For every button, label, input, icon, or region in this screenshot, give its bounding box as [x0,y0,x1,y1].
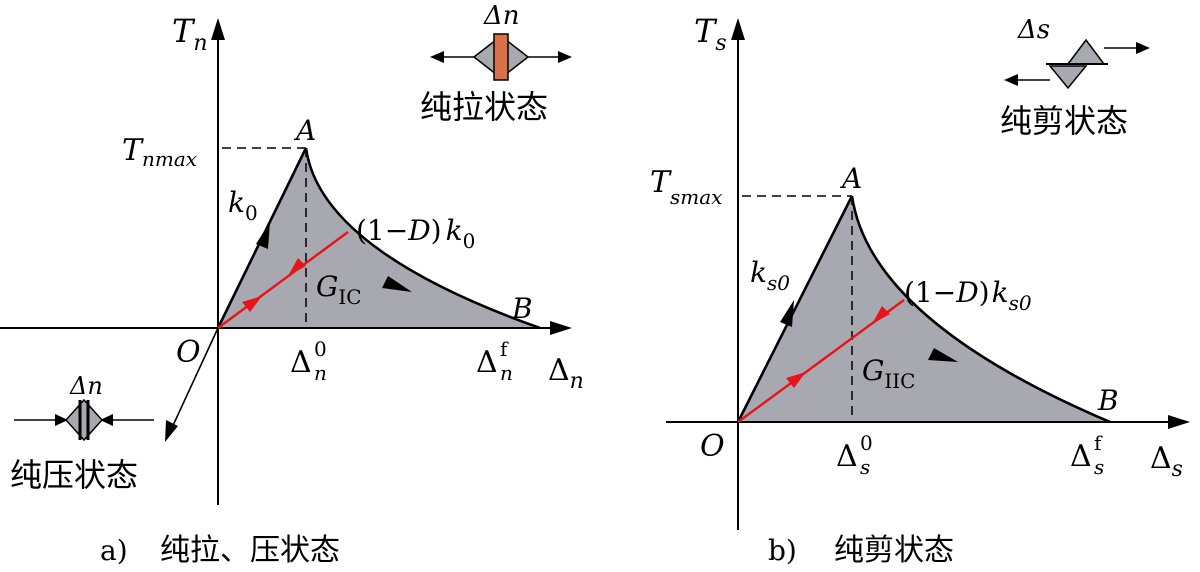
unloading-arrow-up-b [786,372,806,388]
x-axis-b-arrow [1168,415,1190,429]
shear-state-label: 纯剪状态 [1000,102,1128,140]
origin-label-a: O [176,335,201,370]
caption-text-a: 纯拉、压状态 [160,533,340,568]
unloading-arrow-up-a [242,296,262,312]
delta-final-sub-b: s [1094,455,1104,479]
compression-state-label: 纯压状态 [10,456,138,494]
y-axis-a-arrow [211,18,225,40]
tension-state-label: 纯拉状态 [420,88,548,126]
energy-area-a [218,148,540,328]
tension-icon-label: Δn [483,1,520,31]
softening-arrow-a [382,276,412,292]
shear-state-icon: Δs [1004,15,1150,90]
point-a-label-b: A [839,162,862,195]
y-axis-label-a: Tn [172,12,208,56]
energy-area-b [738,196,1110,422]
delta-final-sup-b: f [1094,431,1103,455]
peak-label-a: Tnmax [122,133,197,171]
delta-final-sub-a: n [500,361,513,385]
caption-text-b: 纯剪状态 [834,533,954,568]
unloading-line-a [217,231,349,329]
point-b-label-a: B [511,292,533,325]
tension-state-icon: Δn [430,1,572,81]
compression-ray-a [169,327,219,433]
loading-arrow-a [256,222,270,249]
unloading-arrow-down-b [872,306,890,324]
stiffness-label-a: k0 [228,186,258,225]
compression-state-icon: Δn [14,372,154,442]
damaged-stiffness-label-a: (1−D)k0 [356,214,475,253]
x-axis-label-a: Δn [548,353,584,394]
delta-final-label-a: Δ [476,345,498,380]
loading-line-b [736,195,854,423]
energy-label-a: GIC [316,270,362,309]
delta-zero-label-a: Δ [290,345,312,380]
panel-b: Ts Δs Tsmax A B O ks0 (1−D)ks0 GIIC Δ 0 … [650,12,1190,568]
softening-curve-b [850,195,1111,424]
damaged-stiffness-label-b: (1−D)ks0 [904,276,1032,315]
delta-zero-sup-b: 0 [860,431,873,455]
y-axis-label-b: Ts [694,12,727,56]
delta-final-label-b: Δ [1070,439,1092,474]
delta-zero-sub-b: s [860,455,870,479]
x-axis-a-arrow [550,321,572,335]
point-b-label-b: B [1097,384,1119,417]
y-axis-b-arrow [731,18,745,40]
delta-zero-sub-a: n [314,361,327,385]
compression-ray-a-arrow [165,420,178,442]
x-axis-label-b: Δs [1150,441,1183,482]
panel-a: Tn Δn Tnmax A B O k0 (1−D)k0 GIC Δ 0 n Δ… [0,1,584,568]
loading-arrow-b [780,300,794,327]
unloading-arrow-down-a [288,258,306,276]
point-a-label-a: A [293,114,316,147]
caption-prefix-b: b) [768,534,797,567]
delta-zero-sup-a: 0 [314,337,327,361]
stiffness-label-b: ks0 [750,256,790,295]
shear-icon-label: Δs [1017,15,1050,45]
delta-final-sup-a: f [500,337,509,361]
compression-icon-label: Δn [69,372,103,400]
energy-label-b: GIIC [862,354,915,393]
origin-label-b: O [700,429,725,464]
caption-prefix-a: a) [100,534,128,567]
peak-label-b: Tsmax [650,165,722,209]
softening-arrow-b [928,348,958,362]
delta-zero-label-b: Δ [836,439,858,474]
softening-curve-a [304,147,541,330]
